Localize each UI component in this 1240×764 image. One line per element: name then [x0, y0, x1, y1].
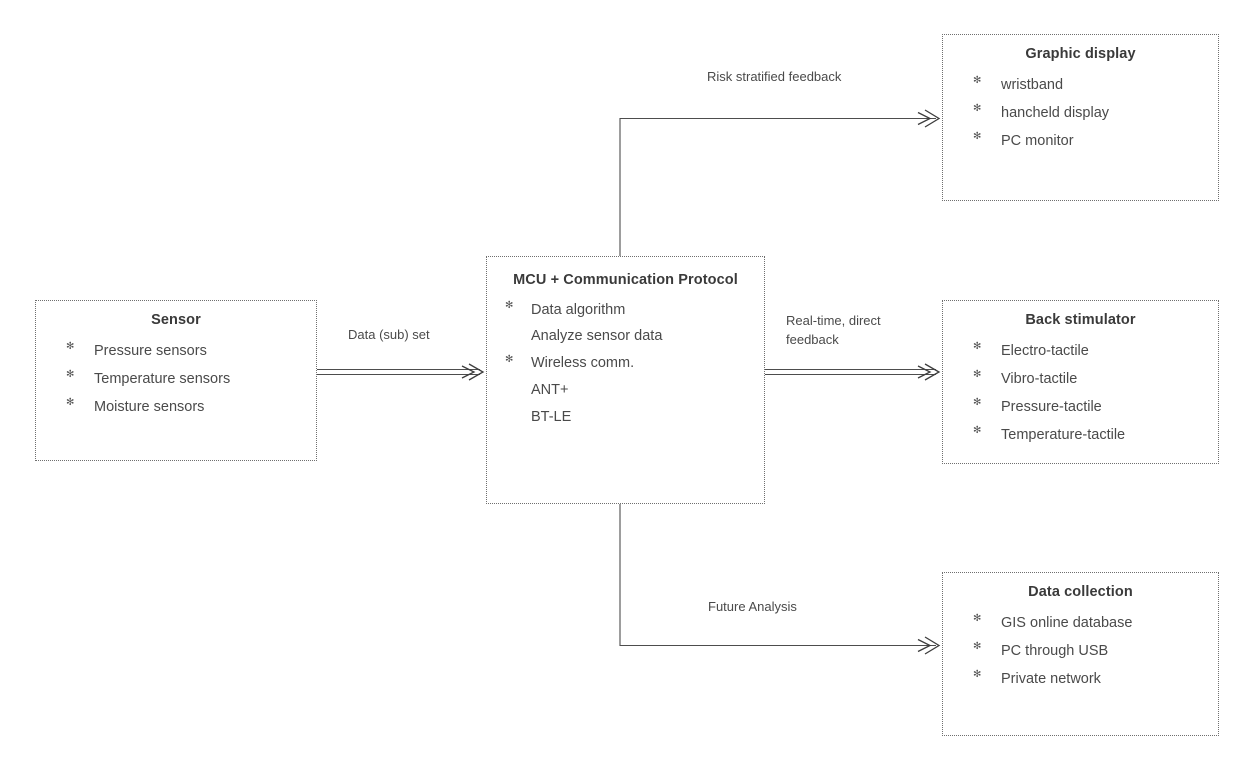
bullet-icon [973, 672, 981, 682]
list-item: Temperature sensors [42, 365, 310, 393]
list-item: Pressure sensors [42, 337, 310, 365]
connector-mcu-to-data-collection [619, 504, 941, 655]
list-item: Wireless comm. [493, 350, 758, 377]
node-mcu-communication-protocol: MCU + Communication Protocol Data algori… [486, 256, 765, 504]
list-item: Electro-tactile [949, 337, 1212, 365]
edge-label-mcu-to-graphic-display: Risk stratified feedback [707, 69, 842, 84]
list-item-label: Moisture sensors [94, 399, 205, 416]
list-item: ANT+ [493, 377, 758, 404]
list-item: Moisture sensors [42, 393, 310, 421]
list-item: PC through USB [949, 637, 1212, 665]
list-item-label: Temperature sensors [94, 370, 231, 387]
edge-label-sensor-to-mcu: Data (sub) set [348, 327, 430, 342]
bullet-icon [973, 344, 981, 354]
node-data-collection-list: GIS online database PC through USB Priva… [949, 609, 1212, 694]
connector-mcu-to-back-stimulator [765, 363, 941, 381]
bullet-icon [973, 372, 981, 382]
list-item-label: hancheld display [1001, 104, 1110, 121]
bullet-icon [973, 106, 981, 116]
bullet-icon [66, 400, 74, 410]
node-sensor: Sensor Pressure sensors Temperature sens… [35, 300, 317, 461]
list-item-label: wristband [1001, 76, 1064, 93]
edge-label-mcu-to-data-collection: Future Analysis [708, 599, 797, 614]
list-item: GIS online database [949, 609, 1212, 637]
node-back-stimulator-title: Back stimulator [1025, 312, 1136, 328]
list-item: Pressure-tactile [949, 393, 1212, 421]
bullet-icon [66, 372, 74, 382]
node-graphic-display-title: Graphic display [1025, 46, 1136, 62]
list-item: Temperature-tactile [949, 421, 1212, 449]
node-graphic-display-list: wristband hancheld display PC monitor [949, 71, 1212, 156]
bullet-icon [973, 400, 981, 410]
list-item: PC monitor [949, 127, 1212, 155]
list-item-label: Pressure sensors [94, 342, 207, 359]
node-mcu-title: MCU + Communication Protocol [513, 272, 738, 288]
list-item: Data algorithm [493, 297, 758, 324]
node-data-collection-title: Data collection [1028, 584, 1133, 600]
list-item-label: Analyze sensor data [531, 328, 663, 345]
node-data-collection: Data collection GIS online database PC t… [942, 572, 1219, 736]
list-item-label: Vibro-tactile [1001, 370, 1078, 387]
list-item: Vibro-tactile [949, 365, 1212, 393]
list-item-label: PC through USB [1001, 642, 1109, 659]
node-graphic-display: Graphic display wristband hancheld displ… [942, 34, 1219, 201]
bullet-icon [505, 303, 513, 313]
list-item-label: ANT+ [531, 382, 569, 398]
bullet-icon [973, 644, 981, 654]
node-sensor-list: Pressure sensors Temperature sensors Moi… [42, 337, 310, 422]
bullet-icon [973, 78, 981, 88]
bullet-icon [973, 134, 981, 144]
list-item-label: Temperature-tactile [1001, 427, 1126, 444]
edge-label-mcu-to-back-stimulator: Real-time, direct feedback [786, 313, 881, 347]
node-back-stimulator-list: Electro-tactile Vibro-tactile Pressure-t… [949, 337, 1212, 450]
list-item: wristband [949, 71, 1212, 99]
list-item-label: Electro-tactile [1001, 342, 1089, 359]
node-mcu-list: Data algorithm Analyze sensor data Wirel… [493, 297, 758, 431]
bullet-icon [66, 344, 74, 354]
list-item-label: GIS online database [1001, 614, 1133, 631]
list-item-label: Data algorithm [531, 301, 626, 318]
list-item: BT-LE [493, 404, 758, 431]
list-item-label: Pressure-tactile [1001, 399, 1102, 416]
node-sensor-title: Sensor [151, 312, 201, 328]
list-item: Analyze sensor data [493, 323, 758, 350]
list-item: hancheld display [949, 99, 1212, 127]
list-item: Private network [949, 665, 1212, 693]
list-item-label: Wireless comm. [531, 355, 635, 372]
bullet-icon [505, 357, 513, 367]
connector-sensor-to-mcu [317, 363, 485, 381]
bullet-icon [973, 616, 981, 626]
node-back-stimulator: Back stimulator Electro-tactile Vibro-ta… [942, 300, 1219, 464]
list-item-label: PC monitor [1001, 133, 1074, 150]
list-item-label: Private network [1001, 671, 1101, 688]
connector-mcu-to-graphic-display [619, 109, 941, 256]
bullet-icon [973, 428, 981, 438]
list-item-label: BT-LE [531, 408, 572, 425]
